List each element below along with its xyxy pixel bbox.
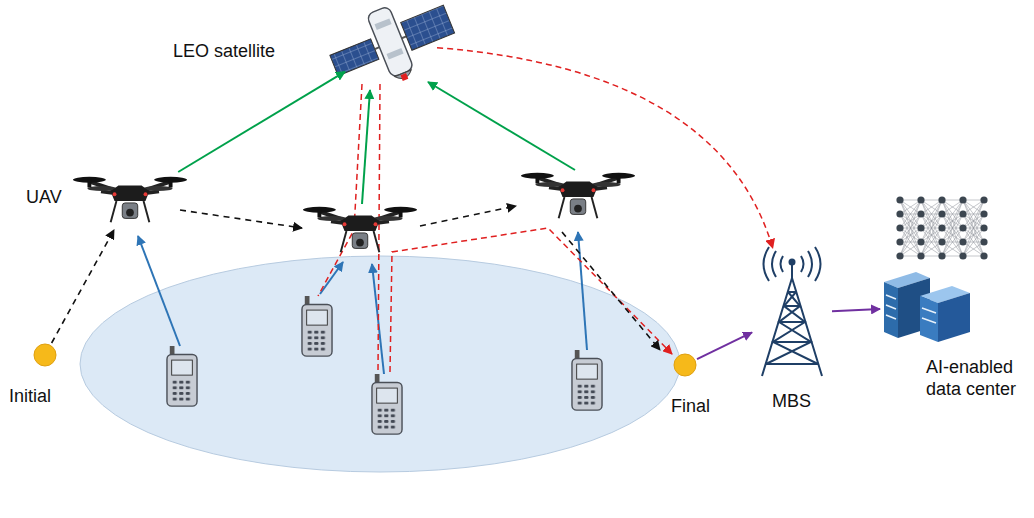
connector (697, 332, 752, 359)
base-station: MBS (752, 248, 832, 378)
satellite-node: LEO satellite (345, 4, 437, 84)
uav-node: UAV (72, 172, 188, 230)
node-label: LEO satellite (173, 40, 275, 62)
end-point: Final (673, 353, 697, 377)
connector (52, 230, 114, 343)
node-label: MBS (772, 390, 811, 412)
start-point: Initial (33, 343, 57, 367)
node-label: Final (671, 395, 710, 417)
node-label: UAV (26, 186, 62, 208)
node-label: Initial (9, 385, 51, 407)
data-center: AI-enabled data center (880, 270, 974, 344)
connector (832, 309, 880, 311)
connector (178, 72, 345, 172)
connector (437, 48, 773, 248)
node-label: AI-enabled data center (926, 356, 1028, 400)
